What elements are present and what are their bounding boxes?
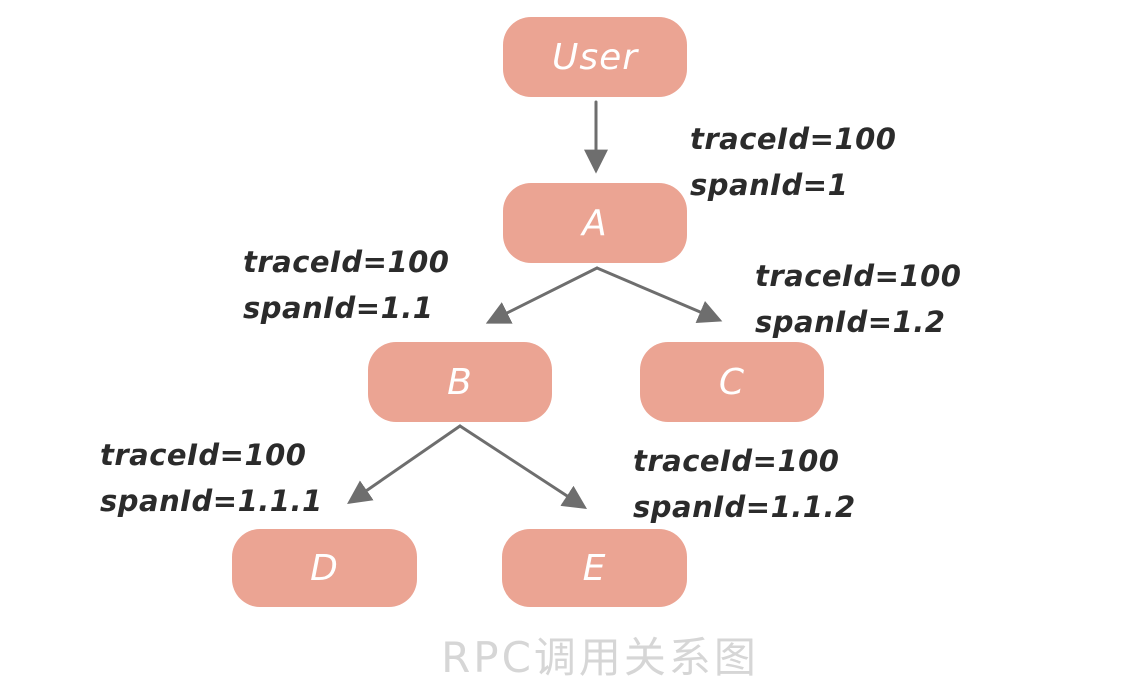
node-a: A — [503, 183, 687, 263]
trace-id-text: traceId=100 — [690, 122, 897, 156]
edge-b-d-arrow — [347, 424, 462, 505]
diagram-caption: RPC调用关系图 — [441, 633, 759, 682]
edge-b-e-arrow — [458, 424, 588, 509]
trace-id-text: traceId=100 — [100, 438, 307, 472]
edge-label-a-b: traceId=100 spanId=1.1 — [243, 239, 449, 331]
node-d: D — [232, 529, 417, 607]
edge-a-b-arrow — [485, 266, 599, 324]
trace-id-text: traceId=100 — [243, 245, 450, 279]
edge-label-user-a: traceId=100 spanId=1 — [690, 116, 896, 208]
span-id-text: spanId=1.2 — [755, 305, 946, 339]
edge-label-b-e: traceId=100 spanId=1.1.2 — [633, 438, 856, 530]
edge-a-c-arrow — [595, 266, 723, 324]
node-e: E — [502, 529, 687, 607]
span-id-text: spanId=1.1.2 — [633, 490, 856, 524]
span-id-text: spanId=1.1.1 — [100, 484, 323, 518]
span-id-text: spanId=1 — [690, 168, 849, 202]
edge-label-b-d: traceId=100 spanId=1.1.1 — [100, 432, 323, 524]
trace-id-text: traceId=100 — [633, 444, 840, 478]
span-id-text: spanId=1.1 — [243, 291, 434, 325]
trace-id-text: traceId=100 — [755, 259, 962, 293]
node-c: C — [640, 342, 824, 422]
node-user: User — [503, 17, 687, 97]
edge-label-a-c: traceId=100 spanId=1.2 — [755, 253, 961, 345]
node-b: B — [368, 342, 552, 422]
